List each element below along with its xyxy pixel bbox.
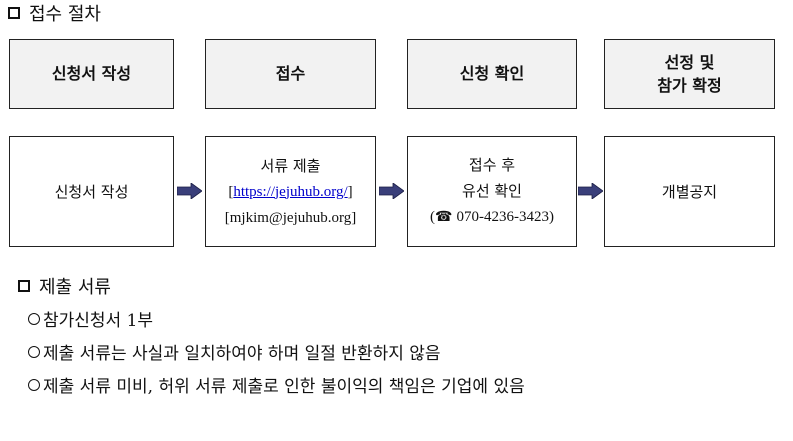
step-detail-text: 신청서 작성	[54, 182, 129, 201]
step-detail-confirm: 접수 후 유선 확인 (☎070-4236-3423)	[407, 136, 577, 247]
step-header-receipt: 접수	[205, 39, 376, 109]
step-header-confirm: 신청 확인	[407, 39, 577, 109]
step-header-selection: 선정 및 참가 확정	[604, 39, 775, 109]
step-header-label: 신청서 작성	[51, 64, 132, 84]
step-header-label: 신청 확인	[459, 64, 525, 84]
step-detail-text: 개별공지	[661, 182, 718, 201]
website-line: [https://jejuhub.org/]	[228, 179, 352, 205]
step-detail-application: 신청서 작성	[9, 136, 174, 247]
list-item-text: 참가신청서 1부	[43, 311, 154, 331]
phone-icon: ☎	[435, 210, 453, 225]
section-title-process: 접수 절차	[8, 0, 101, 26]
checkbox-square-icon	[8, 7, 20, 19]
step-header-label: 접수	[275, 64, 306, 84]
arrow-right-icon	[578, 183, 603, 199]
section-title-text: 접수 절차	[29, 4, 101, 25]
website-link[interactable]: https://jejuhub.org/	[233, 183, 348, 200]
circle-bullet-icon	[28, 378, 40, 391]
list-item: 제출 서류는 사실과 일치하여야 하며 일절 반환하지 않음	[28, 339, 441, 364]
section-title-documents: 제출 서류	[18, 273, 111, 299]
step-detail-text-line2: 유선 확인	[462, 182, 522, 200]
step-detail-receipt: 서류 제출 [https://jejuhub.org/] [mjkim@jeju…	[205, 136, 376, 247]
list-item: 참가신청서 1부	[28, 306, 153, 331]
step-detail-selection: 개별공지	[604, 136, 775, 247]
step-detail-text: 서류 제출	[260, 156, 321, 175]
list-item-text: 제출 서류는 사실과 일치하여야 하며 일절 반환하지 않음	[43, 344, 441, 364]
paren-open: (	[430, 209, 436, 225]
circle-bullet-icon	[28, 345, 40, 358]
step-detail-text-line1: 접수 후	[468, 156, 516, 174]
arrow-right-icon	[379, 183, 404, 199]
list-item: 제출 서류 미비, 허위 서류 제출로 인한 불이익의 책임은 기업에 있음	[28, 372, 525, 397]
email-text: [mjkim@jejuhub.org]	[224, 209, 357, 226]
bracket-close: ]	[347, 183, 353, 200]
bracket-open: [	[228, 183, 234, 200]
step-header-application: 신청서 작성	[9, 39, 174, 109]
step-header-label-line2: 참가 확정	[657, 76, 722, 95]
arrow-right-icon	[177, 183, 202, 199]
step-header-label-line1: 선정 및	[664, 52, 715, 72]
phone-number: 070-4236-3423)	[456, 209, 554, 225]
section-title-text: 제출 서류	[39, 277, 111, 298]
checkbox-square-icon	[18, 280, 30, 292]
phone-line: (☎070-4236-3423)	[430, 204, 554, 231]
list-item-text: 제출 서류 미비, 허위 서류 제출로 인한 불이익의 책임은 기업에 있음	[43, 377, 525, 397]
circle-bullet-icon	[28, 312, 40, 325]
